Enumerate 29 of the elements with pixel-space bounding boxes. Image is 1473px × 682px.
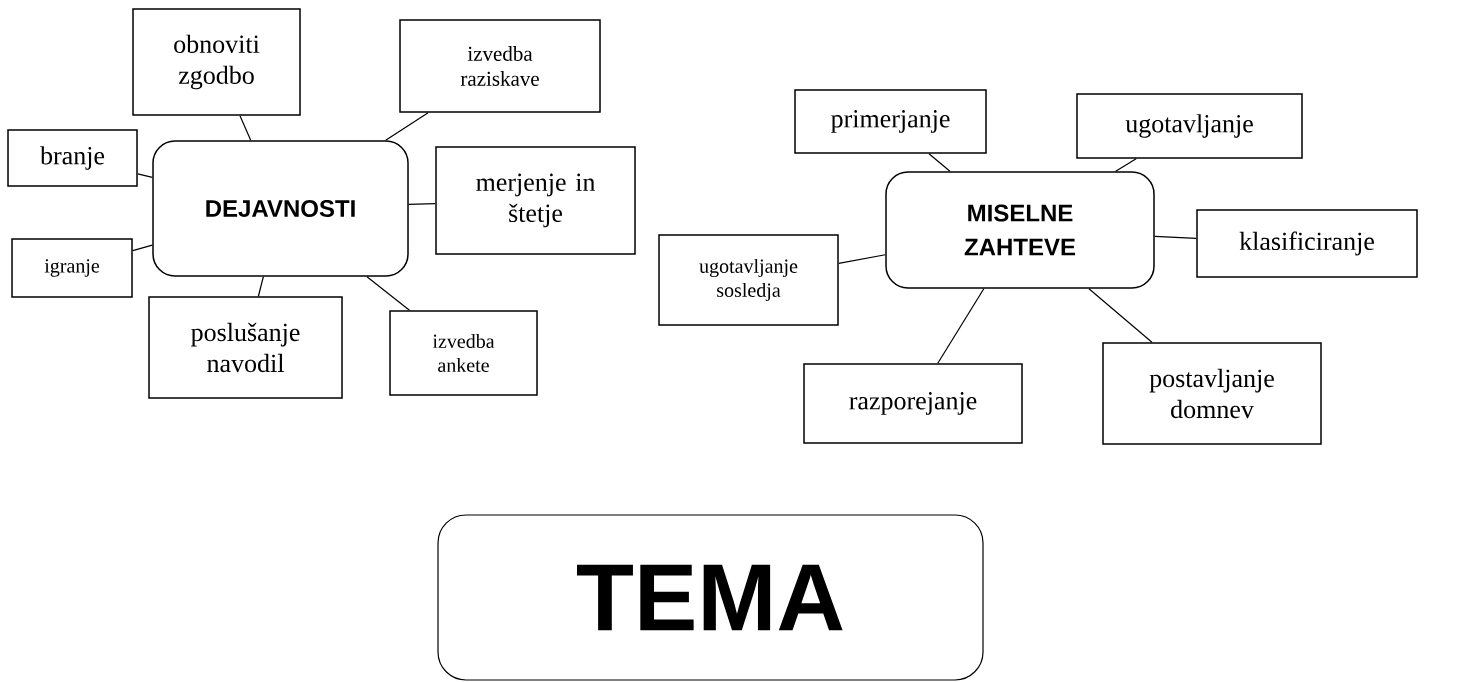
connector-line [137, 173, 153, 178]
activity-box: igranje [11, 238, 133, 298]
connector-line [1115, 158, 1137, 172]
activity-box: postavljanje domnev [1102, 342, 1322, 445]
activity-box: branje [7, 129, 138, 187]
activity-box: obnoviti zgodbo [132, 8, 301, 116]
connector-line [366, 276, 411, 311]
connector-line [928, 153, 951, 172]
activity-box: razporejanje [803, 363, 1023, 444]
connector-line [408, 203, 436, 206]
topic-box: DEJAVNOSTI [152, 140, 409, 277]
activity-box: klasificiranje [1196, 209, 1418, 278]
activity-box: ugotavljanje sosledja [658, 234, 839, 326]
activity-box: merjenje in štetje [435, 146, 636, 255]
connector-line [937, 288, 985, 364]
activity-box: poslušanje navodil [148, 296, 343, 399]
activity-box: ugotavljanje [1076, 93, 1303, 159]
connector-line [385, 112, 429, 141]
activity-box: primerjanje [794, 89, 987, 154]
activity-box: izvedba ankete [389, 310, 538, 396]
connector-line [838, 254, 886, 264]
connector-line [132, 244, 153, 252]
connector-line [239, 115, 252, 141]
main-topic-box: TEMA [437, 514, 984, 681]
activity-box: izvedba raziskave [399, 19, 601, 113]
connector-line [1088, 288, 1153, 343]
connector-line [257, 276, 264, 297]
topic-box: MISELNE ZAHTEVE [885, 171, 1155, 289]
connector-line [1154, 235, 1197, 239]
